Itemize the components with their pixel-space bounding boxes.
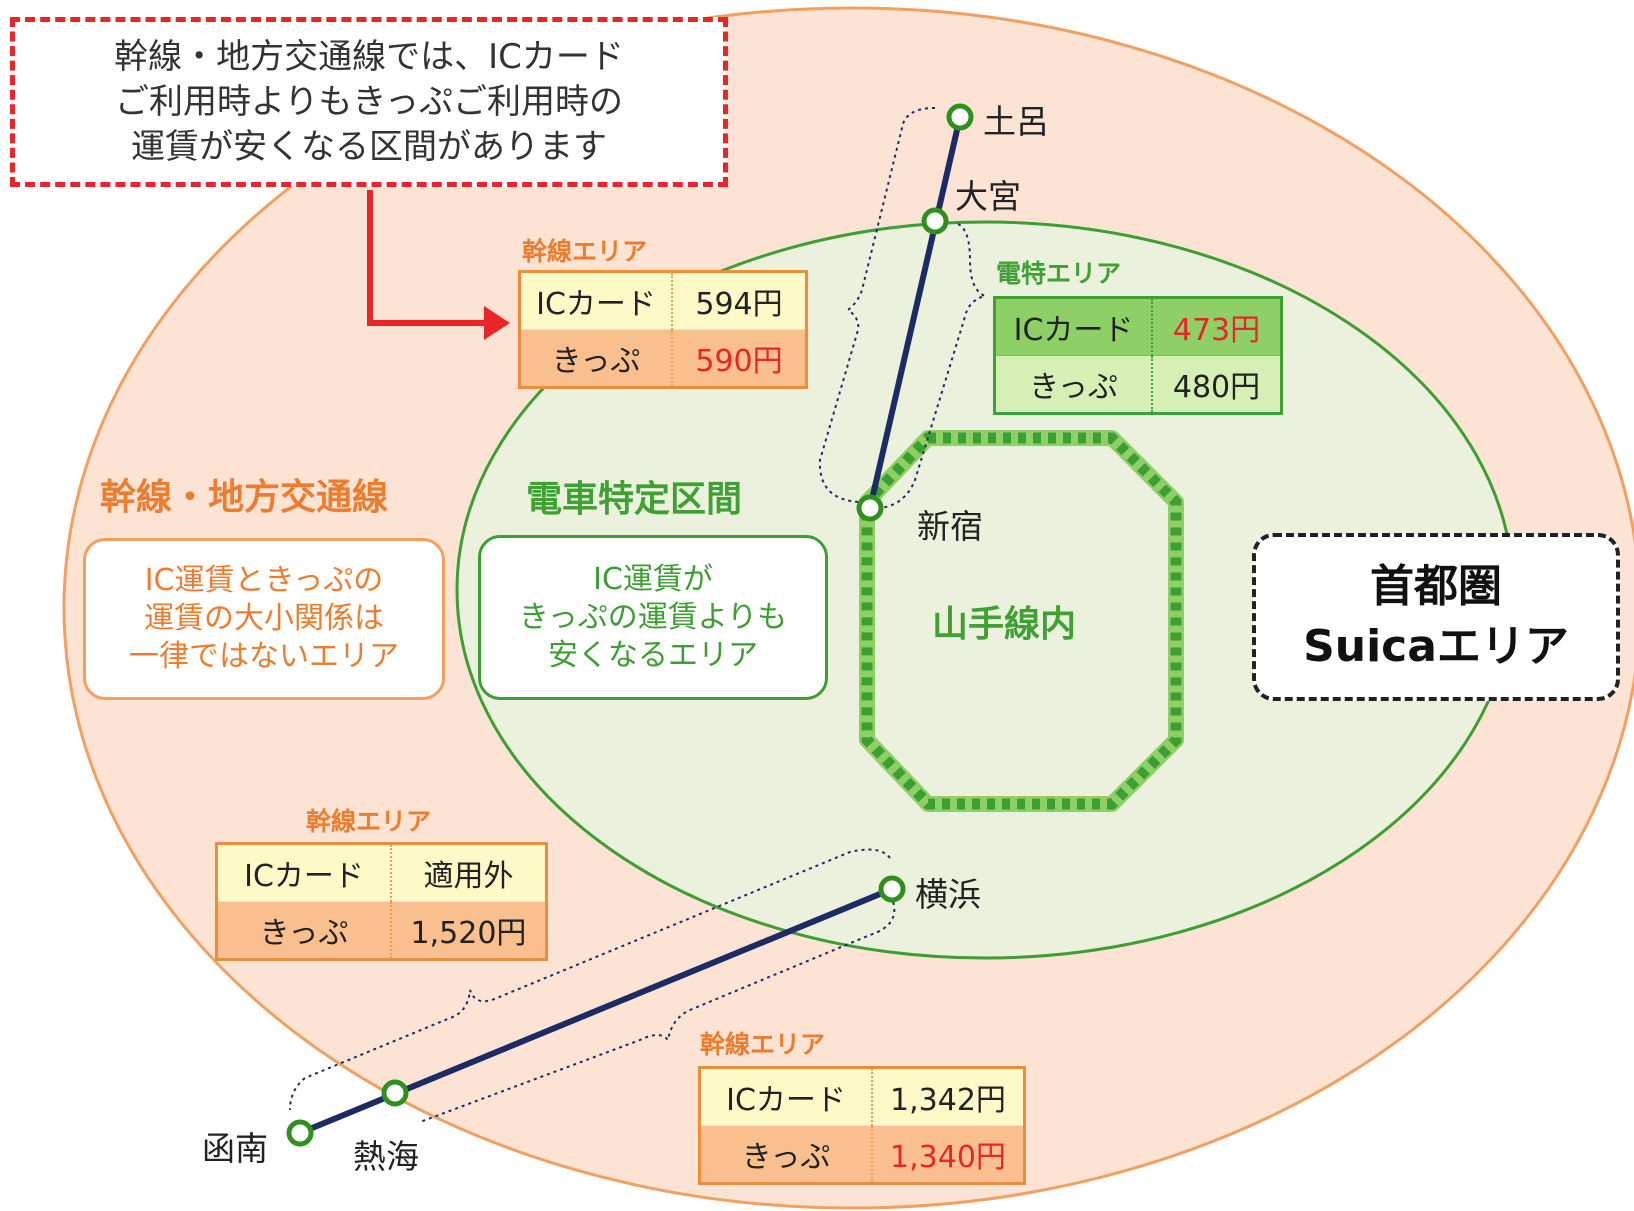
- fare-kippu-label: きっぷ: [519, 329, 673, 388]
- fare-table-dentoku-label: 電特エリア: [996, 259, 1122, 288]
- outer-area-description: IC運賃ときっぷの 運賃の大小関係は 一律ではないエリア: [83, 538, 445, 700]
- station-dot-atami: [381, 1079, 409, 1107]
- fare-kippu-label: きっぷ: [216, 901, 392, 960]
- fare-ic-label: ICカード: [216, 843, 392, 902]
- station-dot-yokohama: [878, 875, 906, 903]
- fare-ic-label: ICカード: [519, 271, 673, 330]
- fare-table-top-kansen-label: 幹線エリア: [522, 237, 648, 266]
- suica-area-label: 首都圏 Suicaエリア: [1252, 533, 1620, 701]
- bracket-atami-yokohama: [419, 901, 896, 1123]
- station-label-shinjuku: 新宿: [917, 507, 983, 546]
- fare-ic-label: ICカード: [699, 1067, 873, 1126]
- station-label-atami: 熱海: [353, 1137, 419, 1176]
- callout-text: 幹線・地方交通線では、ICカード ご利用時よりもきっぷご利用時の 運賃が安くなる…: [114, 36, 624, 167]
- station-dot-omiya: [921, 207, 949, 235]
- bracket-tsuchiro-shinjuku: [818, 107, 936, 503]
- suica-area-line1: 首都圏: [1370, 561, 1502, 612]
- bracket-omiya-shinjuku: [879, 223, 989, 509]
- station-dot-tsuchiro: [946, 103, 974, 131]
- middle-area-title: 電車特定区間: [526, 479, 743, 520]
- fare-table-mid-kansen-label: 幹線エリア: [306, 807, 432, 836]
- fare-ic-value: 1,342円: [872, 1067, 1025, 1126]
- suica-area-line2: Suicaエリア: [1303, 621, 1569, 672]
- bracket-kannami-yokohama: [289, 848, 891, 1111]
- fare-kippu-label: きっぷ: [994, 355, 1153, 414]
- station-label-omiya: 大宮: [955, 177, 1021, 216]
- fare-kippu-label: きっぷ: [699, 1125, 873, 1184]
- fare-kippu-value: 1,520円: [391, 901, 547, 960]
- fare-table-bottom-kansen-label: 幹線エリア: [700, 1030, 826, 1059]
- fare-ic-value: 594円: [672, 271, 807, 330]
- middle-area-description: IC運賃が きっぷの運賃よりも 安くなるエリア: [478, 535, 828, 700]
- callout-box: 幹線・地方交通線では、ICカード ご利用時よりもきっぷご利用時の 運賃が安くなる…: [10, 17, 728, 187]
- fare-ic-label: ICカード: [994, 297, 1153, 356]
- yamanote-line-loop-dashes: [861, 432, 1182, 810]
- fare-kippu-value: 1,340円: [872, 1125, 1025, 1184]
- fare-kippu-value: 590円: [672, 329, 807, 388]
- station-label-tsuchiro: 土呂: [983, 102, 1049, 141]
- fare-ic-value: 適用外: [391, 843, 547, 902]
- callout-arrow: [367, 190, 490, 326]
- fare-kippu-value: 480円: [1152, 355, 1282, 414]
- yamanote-area-title: 山手線内: [932, 604, 1077, 645]
- station-dot-shinjuku: [856, 494, 884, 522]
- station-dot-kannami: [286, 1119, 314, 1147]
- outer-area-title: 幹線・地方交通線: [100, 477, 389, 518]
- fare-ic-value: 473円: [1152, 297, 1282, 356]
- callout-arrow-head: [484, 306, 510, 340]
- line-tsuchiro-shinjuku: [867, 116, 963, 509]
- station-label-kannami: 函南: [202, 1129, 268, 1168]
- station-label-yokohama: 横浜: [915, 875, 981, 914]
